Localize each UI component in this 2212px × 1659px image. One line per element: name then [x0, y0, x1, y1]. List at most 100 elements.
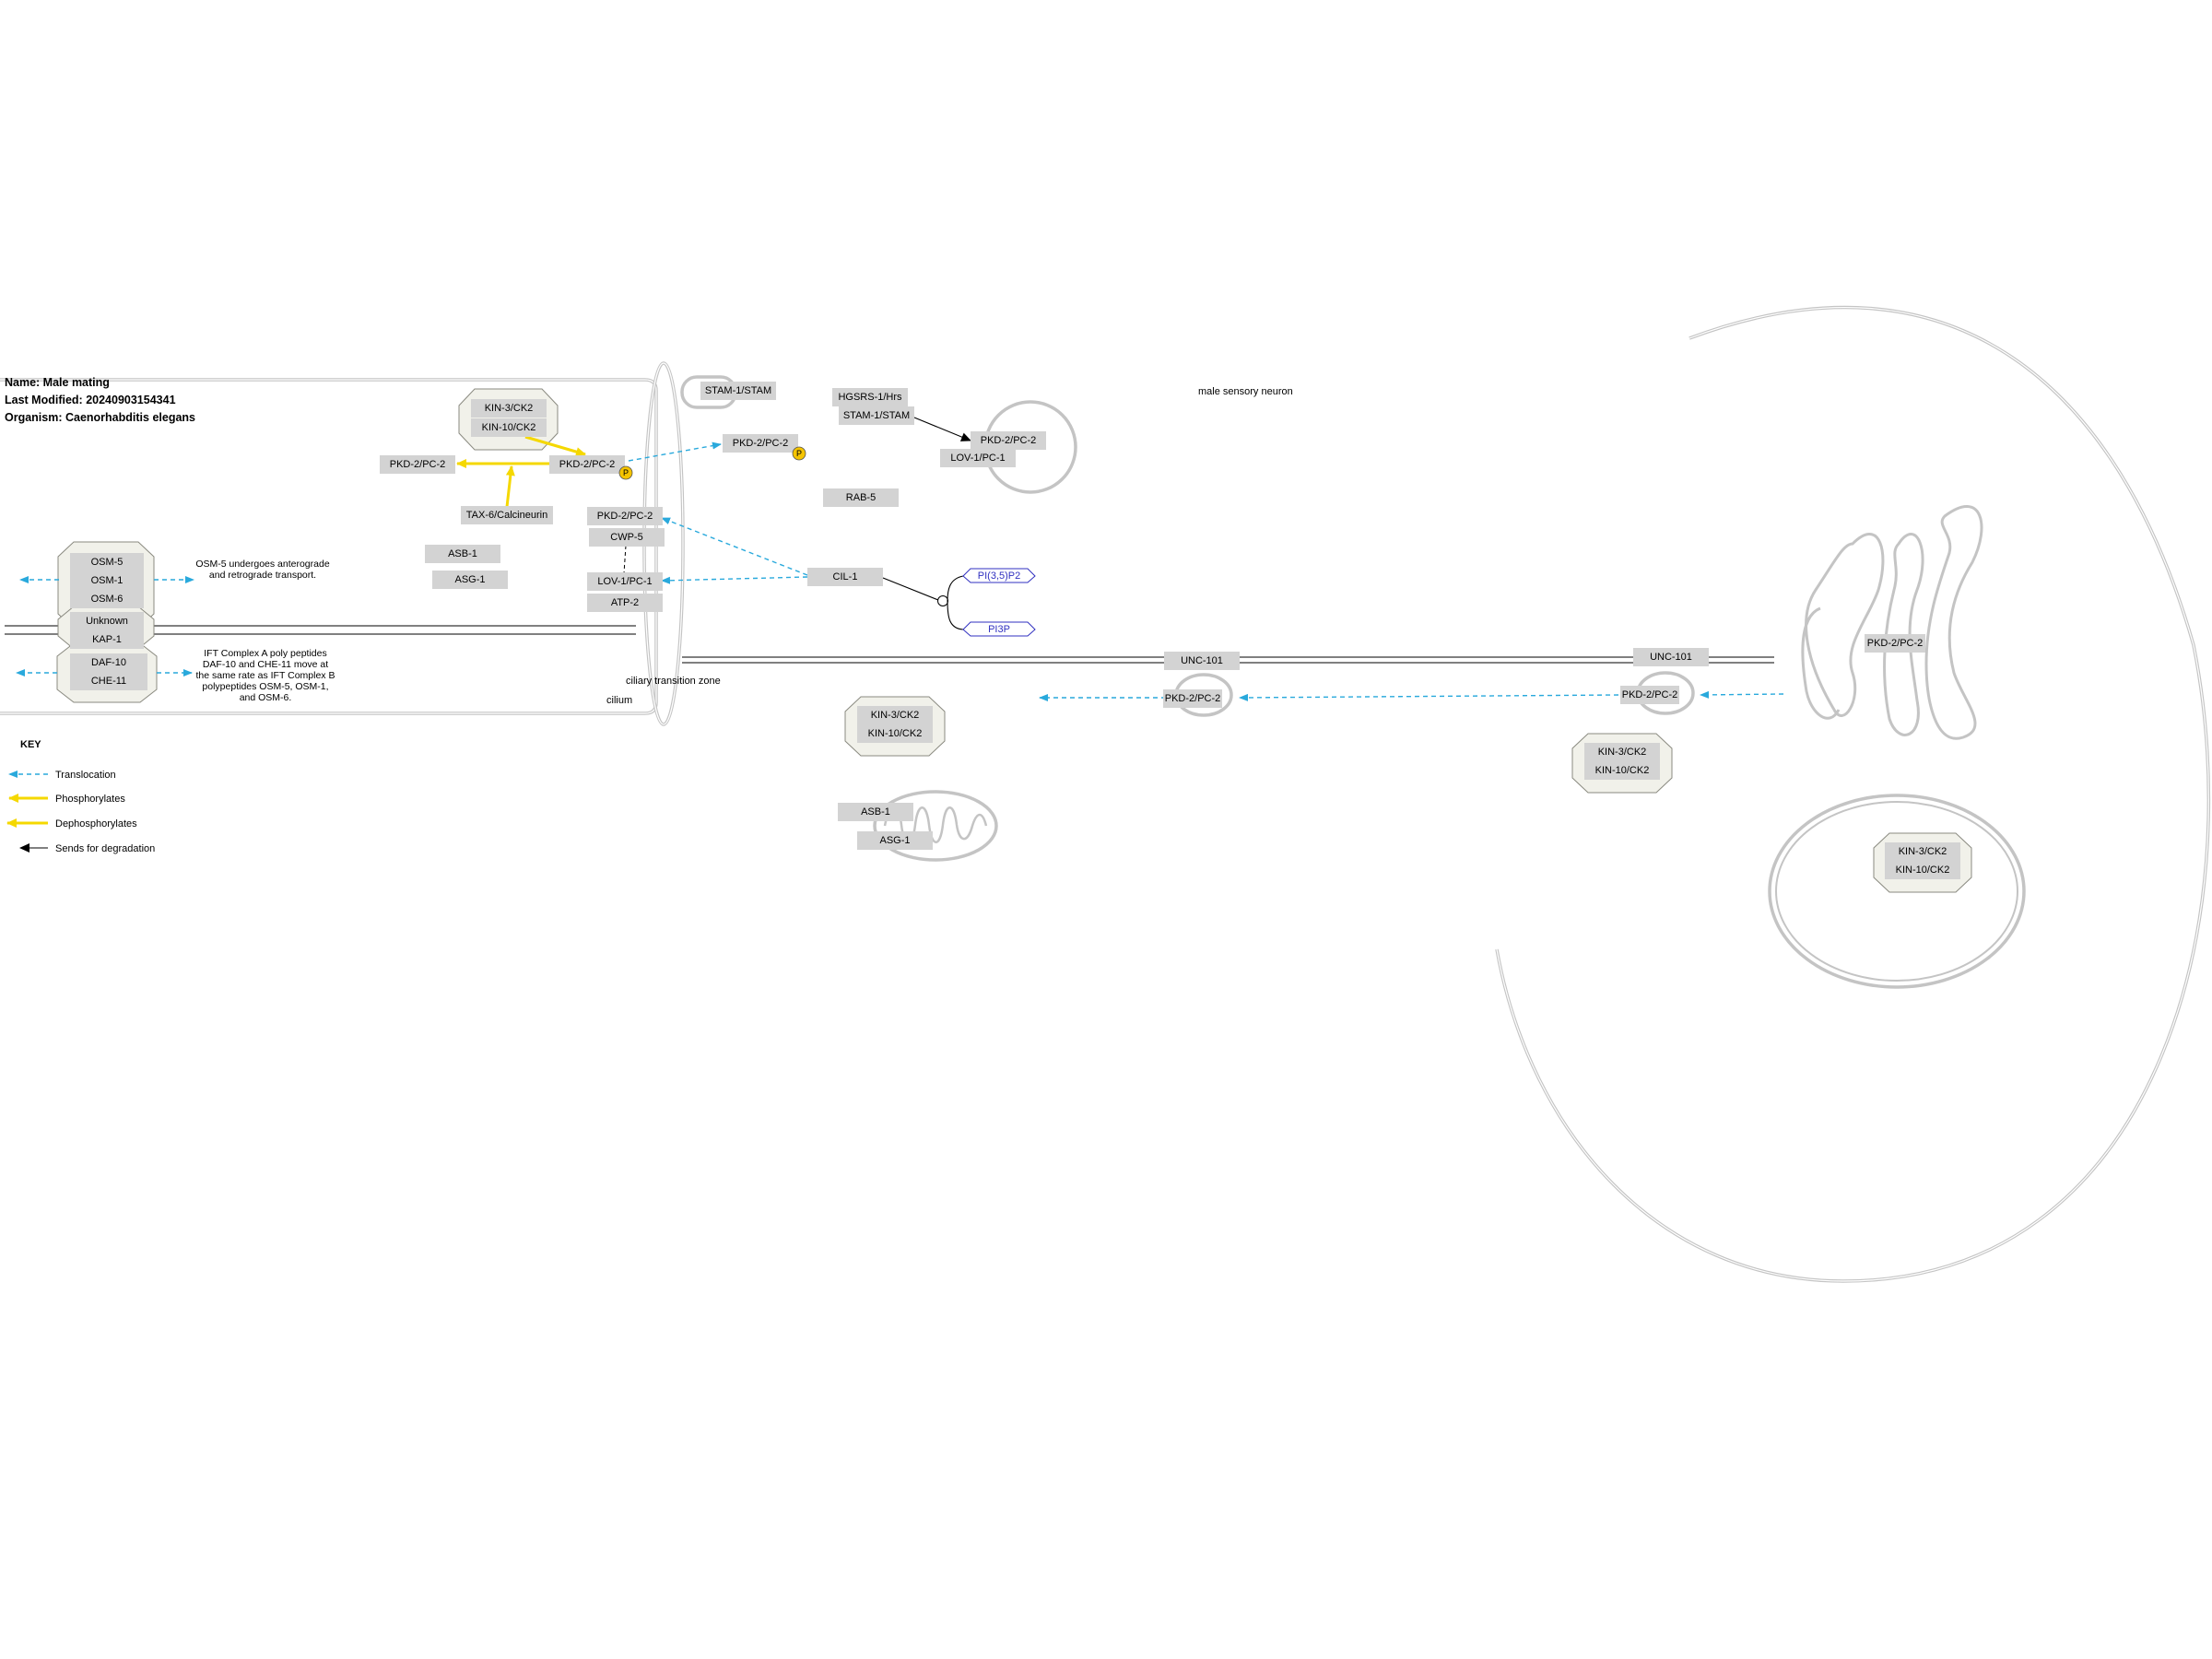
- node-kin3-ck2-a[interactable]: KIN-3/CK2: [471, 399, 547, 418]
- node-asb1-b[interactable]: ASB-1: [838, 803, 913, 821]
- info-organism: Organism: Caenorhabditis elegans: [5, 411, 195, 424]
- node-stam1-a[interactable]: STAM-1/STAM: [700, 382, 776, 400]
- node-kap1[interactable]: KAP-1: [70, 630, 144, 649]
- node-unknown[interactable]: Unknown: [70, 612, 144, 630]
- node-osm6-label: OSM-6: [91, 594, 124, 605]
- note-osm5: OSM-5 undergoes anterograde and retrogra…: [195, 559, 329, 581]
- node-cwp5[interactable]: CWP-5: [589, 528, 665, 547]
- metabolite-pi35p2[interactable]: PI(3,5)P2: [962, 568, 1036, 583]
- node-atp2-label: ATP-2: [611, 597, 639, 608]
- edge-to-pi3p: [947, 600, 964, 630]
- note-ift-line-1: IFT Complex A poly peptides: [204, 648, 326, 659]
- node-pkd2-center[interactable]: PKD-2/PC-2: [549, 455, 625, 474]
- node-pkd2-dend-label: PKD-2/PC-2: [1165, 693, 1221, 704]
- node-asb1-a[interactable]: ASB-1: [425, 545, 500, 563]
- node-asb1-b-label: ASB-1: [861, 806, 890, 818]
- node-kin10-ck2-d[interactable]: KIN-10/CK2: [1885, 861, 1960, 879]
- node-unc101-b-label: UNC-101: [1650, 652, 1692, 663]
- edge-kin-phos-pkd2: [524, 435, 586, 456]
- node-che11[interactable]: CHE-11: [70, 672, 147, 690]
- info-name: Name: Male mating: [5, 376, 110, 389]
- node-kin10-ck2-c-label: KIN-10/CK2: [1595, 765, 1650, 776]
- nucleus: [1768, 794, 2026, 989]
- node-pkd2-tz[interactable]: PKD-2/PC-2: [587, 507, 663, 525]
- note-osm5-line-2: and retrograde transport.: [209, 570, 316, 581]
- node-pkd2-golgi-label: PKD-2/PC-2: [1867, 638, 1924, 649]
- node-hgsrs1-label: HGSRS-1/Hrs: [838, 392, 902, 403]
- node-asb1-a-label: ASB-1: [448, 548, 477, 559]
- node-asg1-a[interactable]: ASG-1: [432, 571, 508, 589]
- note-ift: IFT Complex A poly peptides DAF-10 and C…: [196, 648, 335, 703]
- mitochondrion: [873, 790, 998, 862]
- node-kin10-ck2-b-label: KIN-10/CK2: [868, 728, 923, 739]
- note-ift-line-2: DAF-10 and CHE-11 move at: [203, 659, 328, 670]
- node-lov1-endo-label: LOV-1/PC-1: [950, 453, 1005, 464]
- node-osm5-label: OSM-5: [91, 557, 124, 568]
- node-unc101-a[interactable]: UNC-101: [1164, 652, 1240, 670]
- edge-golgi-to-dend2: [1700, 690, 1784, 699]
- label-ciliary-transition-zone: ciliary transition zone: [626, 676, 721, 687]
- node-kin3-ck2-d-label: KIN-3/CK2: [1899, 846, 1947, 857]
- node-tax6-calcineurin[interactable]: TAX-6/Calcineurin: [461, 506, 553, 524]
- node-kin3-ck2-b[interactable]: KIN-3/CK2: [857, 706, 933, 724]
- node-osm6[interactable]: OSM-6: [70, 590, 144, 608]
- node-asg1-b[interactable]: ASG-1: [857, 831, 933, 850]
- phospho-mark-center-label: P: [623, 468, 629, 477]
- node-pkd2-left-label: PKD-2/PC-2: [390, 459, 446, 470]
- node-unc101-b[interactable]: UNC-101: [1633, 648, 1709, 666]
- node-pkd2-vesicle-label: PKD-2/PC-2: [733, 438, 789, 449]
- node-kin10-ck2-c[interactable]: KIN-10/CK2: [1584, 761, 1660, 780]
- node-osm1[interactable]: OSM-1: [70, 571, 144, 590]
- node-rab5[interactable]: RAB-5: [823, 488, 899, 507]
- node-osm1-label: OSM-1: [91, 575, 124, 586]
- edge-stam-degradation: [913, 417, 971, 441]
- node-atp2[interactable]: ATP-2: [587, 594, 663, 612]
- edge-pkd2-lov1-binding: [623, 545, 627, 574]
- golgi: [1801, 505, 1983, 740]
- node-lov1-tz[interactable]: LOV-1/PC-1: [587, 572, 663, 591]
- legend-phosphorylates-label: Phosphorylates: [55, 794, 125, 805]
- node-kin10-ck2-a-label: KIN-10/CK2: [482, 422, 536, 433]
- node-unknown-label: Unknown: [86, 616, 128, 627]
- node-stam1-b[interactable]: STAM-1/STAM: [839, 406, 914, 425]
- node-rab5-label: RAB-5: [846, 492, 876, 503]
- legend-dephosphorylates-label: Dephosphorylates: [55, 818, 137, 830]
- node-pkd2-vesicle[interactable]: PKD-2/PC-2: [723, 434, 798, 453]
- phospho-mark-vesicle: P: [792, 446, 806, 461]
- node-unc101-a-label: UNC-101: [1181, 655, 1223, 666]
- node-daf10[interactable]: DAF-10: [70, 653, 147, 672]
- node-lov1-endosome[interactable]: LOV-1/PC-1: [940, 449, 1016, 467]
- edge-cil1-to-pkd2: [661, 517, 808, 576]
- node-pkd2-dendrite[interactable]: PKD-2/PC-2: [1163, 689, 1222, 708]
- node-tax6-label: TAX-6/Calcineurin: [466, 510, 547, 521]
- node-osm5[interactable]: OSM-5: [70, 553, 144, 571]
- legend-degradation-label: Sends for degradation: [55, 843, 155, 854]
- legend-translocation-label: Translocation: [55, 770, 116, 781]
- node-kin3-ck2-d[interactable]: KIN-3/CK2: [1885, 842, 1960, 861]
- node-asg1-a-label: ASG-1: [454, 574, 485, 585]
- note-ift-line-3: the same rate as IFT Complex B: [196, 670, 335, 681]
- metabolite-pi3p[interactable]: PI3P: [962, 621, 1036, 637]
- legend-title: KEY: [20, 739, 41, 750]
- node-pkd2-left[interactable]: PKD-2/PC-2: [380, 455, 455, 474]
- note-osm5-line-1: OSM-5 undergoes anterograde: [195, 559, 329, 570]
- node-cil1[interactable]: CIL-1: [807, 568, 883, 586]
- note-ift-line-4: polypeptides OSM-5, OSM-1,: [202, 681, 328, 692]
- node-pkd2-endosome[interactable]: PKD-2/PC-2: [971, 431, 1046, 450]
- node-pkd2-dendrite-2[interactable]: PKD-2/PC-2: [1620, 686, 1679, 704]
- edge-pkd2-to-vesicle: [628, 441, 722, 462]
- edge-to-pi35p2: [947, 575, 964, 602]
- edge-cil1-pi: [882, 577, 939, 601]
- node-kin10-ck2-a[interactable]: KIN-10/CK2: [471, 418, 547, 437]
- node-pkd2-tz-label: PKD-2/PC-2: [597, 511, 653, 522]
- node-kin10-ck2-b[interactable]: KIN-10/CK2: [857, 724, 933, 743]
- node-cil1-label: CIL-1: [833, 571, 858, 582]
- node-stam1-b-label: STAM-1/STAM: [843, 410, 910, 421]
- node-stam1-a-label: STAM-1/STAM: [705, 385, 771, 396]
- node-kin3-ck2-c[interactable]: KIN-3/CK2: [1584, 743, 1660, 761]
- node-pkd2-golgi[interactable]: PKD-2/PC-2: [1865, 634, 1925, 653]
- note-ift-line-5: and OSM-6.: [240, 692, 292, 703]
- node-hgsrs1[interactable]: HGSRS-1/Hrs: [832, 388, 908, 406]
- edge-pkd2-dend2-to-dend: [1239, 693, 1619, 701]
